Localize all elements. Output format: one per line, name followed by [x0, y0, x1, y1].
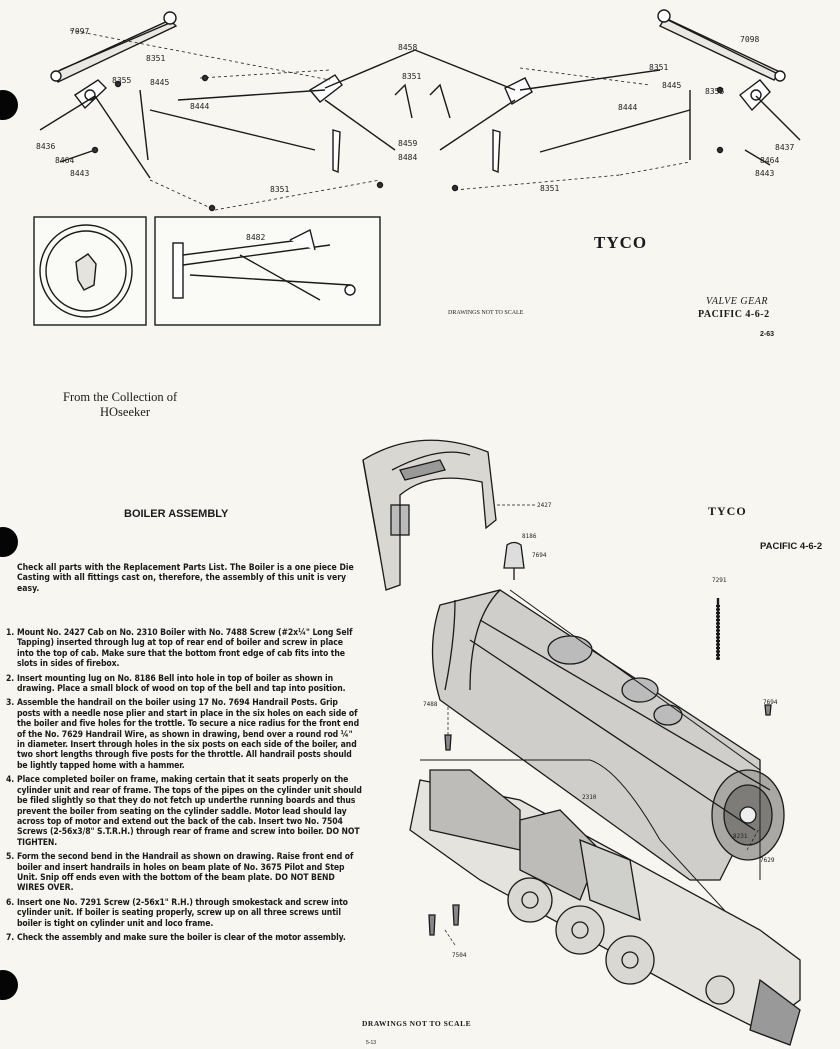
step-text: Mount No. 2427 Cab on No. 2310 Boiler wi… [17, 628, 353, 670]
part-label: 8437 [775, 143, 794, 152]
step-number: 2. [6, 673, 15, 684]
part-label: 8464 [55, 156, 74, 165]
assembly-step: 4.Place completed boiler on frame, makin… [6, 775, 362, 848]
part-label: 8445 [662, 81, 681, 90]
step-text: Insert mounting lug on No. 8186 Bell int… [17, 673, 346, 695]
part-label: 8443 [755, 169, 774, 178]
collection-line-2: HOseeker [100, 405, 150, 419]
part-label: 7097 [70, 27, 89, 36]
boiler-brand: TYCO [708, 504, 747, 518]
part-label: 8351 [402, 72, 421, 81]
part-label: 8464 [760, 156, 779, 165]
part-label: 8351 [270, 185, 289, 194]
part-label: 8444 [618, 103, 637, 112]
part-label: 8355 [112, 76, 131, 85]
part-label: 8351 [146, 54, 165, 63]
assembly-step: 2.Insert mounting lug on No. 8186 Bell i… [6, 674, 362, 695]
valve-gear-title: VALVE GEAR [706, 296, 768, 307]
step-number: 7. [6, 932, 15, 943]
step-text: Assemble the handrail on the boiler usin… [17, 698, 360, 771]
part-label: 8351 [649, 63, 668, 72]
assembly-step: 6.Insert one No. 7291 Screw (2-56x1" R.H… [6, 898, 362, 929]
part-label: 8355 [705, 87, 724, 96]
step-number: 6. [6, 897, 15, 908]
page-number: 5-13 [366, 1040, 377, 1046]
step-number: 4. [6, 775, 15, 786]
punch-hole [0, 527, 18, 557]
part-label: 8484 [398, 153, 417, 162]
step-number: 3. [6, 698, 15, 709]
part-label: 8351 [540, 184, 559, 193]
boiler-scale-note: DRAWINGS NOT TO SCALE [362, 1019, 472, 1028]
part-label: 8459 [398, 139, 417, 148]
part-label: 7098 [740, 35, 759, 44]
step-text: Insert one No. 7291 Screw (2-56x1" R.H.)… [17, 897, 348, 929]
step-text: Check the assembly and make sure the boi… [17, 932, 346, 943]
assembly-step: 7.Check the assembly and make sure the b… [6, 933, 362, 943]
part-label: 8444 [190, 102, 209, 111]
part-label: 8436 [36, 142, 55, 151]
step-text: Form the second bend in the Handrail as … [17, 852, 354, 894]
assembly-step: 1.Mount No. 2427 Cab on No. 2310 Boiler … [6, 628, 362, 670]
boiler-title: BOILER ASSEMBLY [124, 508, 229, 520]
punch-hole [0, 970, 18, 1000]
part-label: 8443 [70, 169, 89, 178]
valve-gear-brand: TYCO [594, 233, 648, 252]
assembly-step: 3.Assemble the handrail on the boiler us… [6, 698, 362, 771]
step-number: 1. [6, 628, 15, 638]
assembly-steps: 1.Mount No. 2427 Cab on No. 2310 Boiler … [6, 628, 362, 947]
part-label: 8445 [150, 78, 169, 87]
step-text: Place completed boiler on frame, making … [17, 775, 362, 848]
part-label: 8458 [398, 43, 417, 52]
boiler-model: PACIFIC 4-6-2 [760, 541, 823, 552]
collection-line-1: From the Collection of [63, 390, 178, 404]
step-number: 5. [6, 852, 15, 863]
assembly-step: 5.Form the second bend in the Handrail a… [6, 852, 362, 894]
valve-gear-date: 2-63 [760, 331, 775, 338]
boiler-intro: Check all parts with the Replacement Par… [17, 563, 354, 594]
punch-hole [0, 90, 18, 120]
valve-gear-model: PACIFIC 4-6-2 [698, 309, 770, 320]
part-label: 8482 [246, 233, 265, 242]
valve-gear-scale-note: DRAWINGS NOT TO SCALE [448, 310, 524, 316]
